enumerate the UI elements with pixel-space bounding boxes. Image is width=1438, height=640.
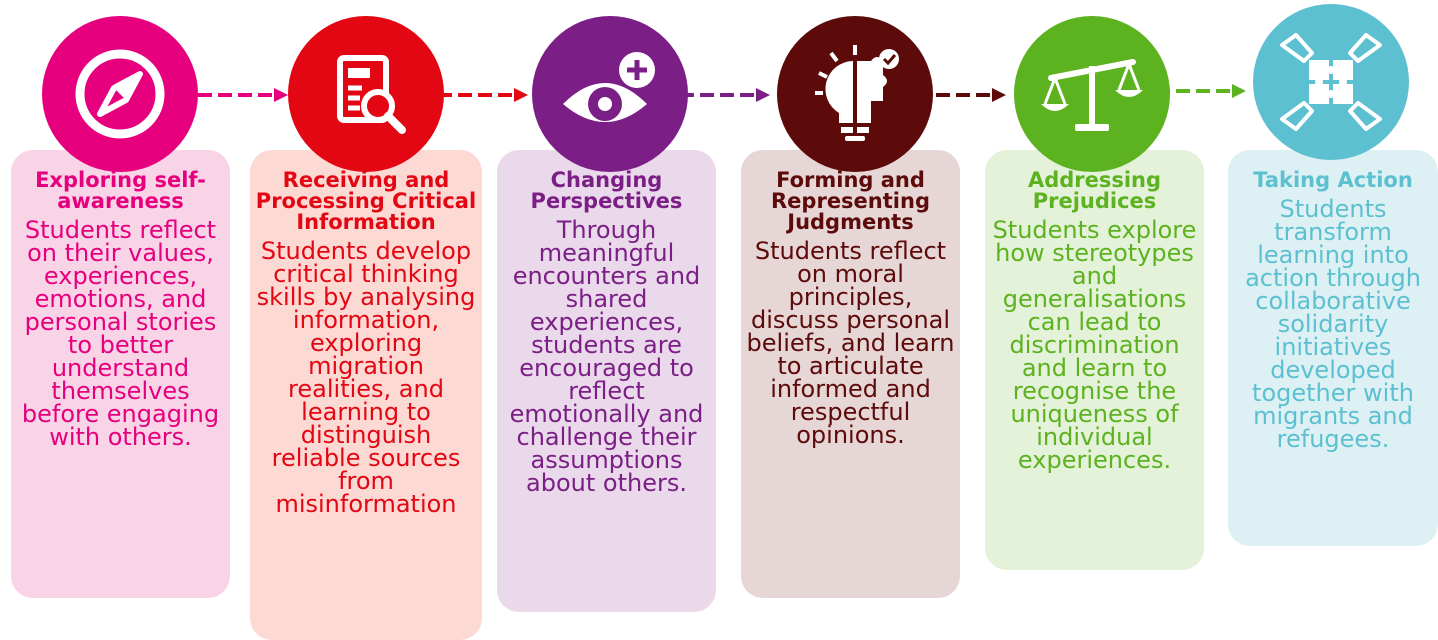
step-icon-circle-4 <box>777 16 933 172</box>
connector-arrow-2 <box>438 88 528 102</box>
step-title: Forming and Representing Judgments <box>771 168 930 234</box>
step-title: Taking Action <box>1253 168 1413 192</box>
step-description: Students reflect on their values, experi… <box>21 216 220 451</box>
step-title: Receiving and Processing Critical Inform… <box>255 168 477 234</box>
step-icon-circle-2 <box>288 16 444 172</box>
step-title: Exploring self-awareness <box>35 168 206 213</box>
step-card-4: Forming and Representing Judgments Stude… <box>741 150 960 598</box>
connector-arrow-3 <box>680 88 770 102</box>
step-card-1: Exploring self-awareness Students reflec… <box>11 150 230 598</box>
connector-arrow-5 <box>1156 84 1246 98</box>
step-card-3: Changing Perspectives Through meaningful… <box>497 150 716 612</box>
step-icon-circle-1 <box>42 16 198 172</box>
step-icon-circle-6 <box>1253 4 1409 160</box>
step-icon-circle-3 <box>532 16 688 172</box>
document-search-icon <box>337 55 406 134</box>
lightbulb-puzzle-icon <box>815 45 899 141</box>
step-description: Students develop critical thinking skill… <box>256 237 476 518</box>
connector-arrow-4 <box>916 88 1006 102</box>
compass-icon <box>75 49 165 139</box>
step-card-2: Receiving and Processing Critical Inform… <box>250 150 482 640</box>
step-description: Students transform learning into action … <box>1245 195 1421 453</box>
step-description: Students reflect on moral principles, di… <box>746 237 955 449</box>
step-title: Addressing Prejudices <box>1027 168 1162 213</box>
step-description: Students explore how stereotypes and gen… <box>992 216 1197 474</box>
eye-plus-icon <box>563 52 655 122</box>
step-title: Changing Perspectives <box>530 168 683 213</box>
connector-arrow-1 <box>198 88 288 102</box>
step-description: Through meaningful encounters and shared… <box>509 216 704 497</box>
hands-puzzle-icon <box>1280 33 1382 131</box>
step-icon-circle-5 <box>1014 16 1170 172</box>
step-card-6: Taking Action Students transform learnin… <box>1228 150 1438 546</box>
balance-scale-icon <box>1041 59 1143 131</box>
step-card-5: Addressing Prejudices Students explore h… <box>985 150 1204 570</box>
